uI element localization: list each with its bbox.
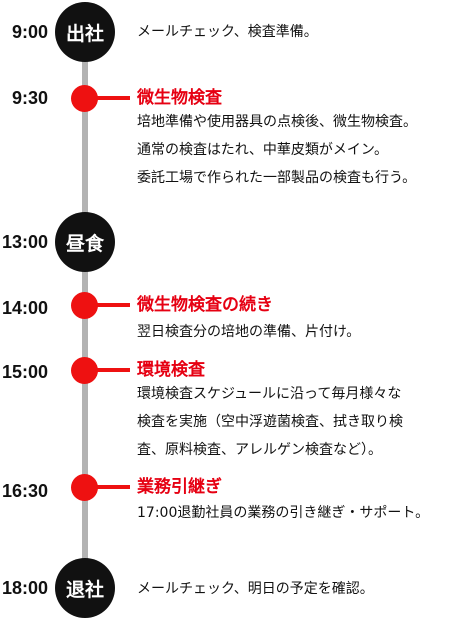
time-label: 16:30: [1, 481, 48, 501]
time-label: 14:00: [1, 298, 48, 318]
event-desc: 17:00退勤社員の業務の引き継ぎ・サポート。: [137, 505, 430, 521]
event-desc: 翌日検査分の培地の準備、片付け。: [137, 324, 361, 340]
event-title: 環境検査: [137, 360, 205, 380]
event-desc: メールチェック、検査準備。: [137, 24, 318, 40]
connector: [92, 96, 130, 100]
event-desc: メールチェック、明日の予定を確認。: [137, 581, 374, 597]
event-desc: 環境検査スケジュールに沿って毎月様々な: [137, 386, 402, 402]
event-desc: 培地準備や使用器具の点検後、微生物検査。: [137, 114, 417, 130]
event-desc: 委託工場で作られた一部製品の検査も行う。: [137, 170, 417, 186]
connector: [92, 485, 130, 489]
event-desc: 通常の検査はたれ、中華皮類がメイン。: [137, 142, 389, 158]
event-title: 微生物検査: [137, 88, 222, 108]
event-desc: 査、原料検査、アレルゲン検査など）。: [137, 442, 382, 458]
event-desc: 検査を実施（空中浮遊菌検査、拭き取り検: [137, 414, 403, 430]
time-label: 18:00: [1, 578, 48, 598]
time-label: 13:00: [1, 232, 48, 252]
badge-leave: 退社: [55, 558, 115, 618]
time-label: 9:30: [11, 88, 48, 108]
badge-arrive: 出社: [55, 2, 115, 62]
event-marker: [71, 357, 98, 384]
time-label: 15:00: [1, 362, 48, 382]
badge-lunch: 昼食: [55, 212, 115, 272]
connector: [92, 368, 130, 372]
connector: [92, 303, 130, 307]
event-marker: [71, 474, 98, 501]
event-marker: [71, 85, 98, 112]
time-label: 9:00: [11, 22, 48, 42]
event-title: 微生物検査の続き: [137, 295, 273, 315]
event-marker: [71, 292, 98, 319]
event-title: 業務引継ぎ: [137, 477, 222, 497]
